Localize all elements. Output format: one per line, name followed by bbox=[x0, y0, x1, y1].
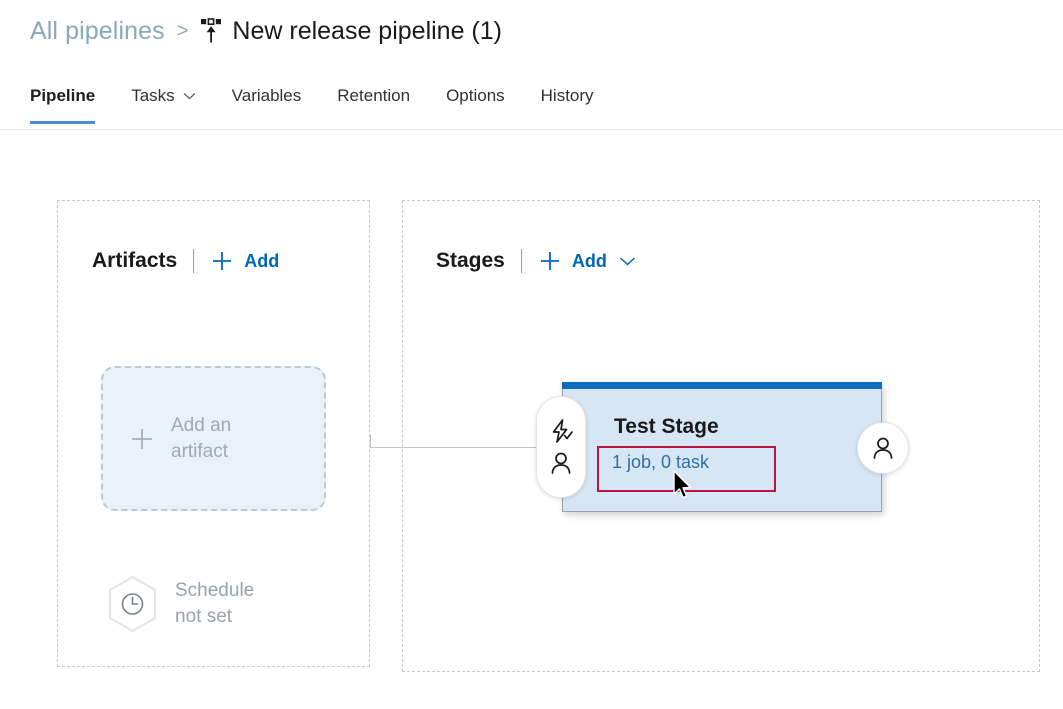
artifacts-divider bbox=[193, 249, 195, 273]
artifacts-title: Artifacts bbox=[92, 249, 178, 272]
plus-icon bbox=[210, 249, 234, 273]
breadcrumb: All pipelines > New release pipeline (1) bbox=[30, 10, 502, 52]
tab-options-label: Options bbox=[446, 86, 505, 105]
pre-deployment-conditions-button[interactable] bbox=[536, 396, 586, 498]
tab-variables-label: Variables bbox=[231, 86, 302, 105]
pipeline-connector-stub bbox=[370, 434, 371, 448]
artifacts-panel bbox=[57, 200, 370, 667]
tab-variables[interactable]: Variables bbox=[232, 80, 302, 124]
stage-jobs-tasks-link[interactable]: 1 job, 0 task bbox=[612, 452, 710, 472]
tab-pipeline[interactable]: Pipeline bbox=[30, 80, 96, 124]
page-title: New release pipeline (1) bbox=[232, 16, 502, 45]
artifacts-header: Artifacts Add bbox=[92, 246, 279, 276]
person-icon bbox=[548, 450, 574, 476]
schedule-trigger[interactable]: Schedule not set bbox=[106, 575, 254, 633]
pipeline-connector-line bbox=[370, 447, 562, 448]
breadcrumb-all-pipelines-link[interactable]: All pipelines bbox=[30, 16, 165, 45]
stage-name-label: Test Stage bbox=[614, 415, 719, 438]
stage-card-status-bar bbox=[562, 382, 882, 389]
tab-tasks[interactable]: Tasks bbox=[131, 80, 196, 124]
lightning-check-icon bbox=[548, 418, 574, 444]
tab-history[interactable]: History bbox=[541, 80, 594, 124]
add-artifact-label: Add bbox=[244, 250, 280, 271]
clock-icon bbox=[106, 575, 159, 633]
schedule-label: Schedule not set bbox=[175, 580, 255, 627]
stages-panel bbox=[402, 200, 1040, 672]
release-pipeline-icon bbox=[199, 18, 223, 44]
tab-retention-label: Retention bbox=[337, 86, 411, 105]
stages-header: Stages Add bbox=[436, 246, 636, 276]
tab-pipeline-label: Pipeline bbox=[30, 86, 96, 105]
tab-options[interactable]: Options bbox=[446, 80, 505, 124]
tab-tasks-label: Tasks bbox=[131, 86, 175, 105]
tab-bar: Pipeline Tasks Variables Retention Optio… bbox=[0, 80, 1063, 130]
add-stage-label: Add bbox=[571, 250, 607, 271]
tab-history-label: History bbox=[540, 86, 594, 105]
add-stage-button[interactable]: Add bbox=[538, 249, 607, 273]
plus-icon bbox=[129, 426, 155, 452]
post-deployment-conditions-button[interactable] bbox=[857, 422, 909, 474]
stages-title: Stages bbox=[436, 249, 505, 272]
chevron-down-icon bbox=[183, 92, 196, 100]
person-icon bbox=[870, 435, 896, 461]
chevron-down-icon[interactable] bbox=[619, 256, 636, 266]
add-an-artifact-dropzone[interactable]: Add an artifact bbox=[101, 366, 326, 511]
breadcrumb-separator: > bbox=[176, 19, 189, 42]
plus-icon bbox=[538, 249, 562, 273]
tab-retention[interactable]: Retention bbox=[337, 80, 410, 124]
stages-divider bbox=[520, 249, 522, 273]
add-artifact-button[interactable]: Add bbox=[210, 249, 279, 273]
add-an-artifact-label: Add an artifact bbox=[171, 414, 232, 462]
